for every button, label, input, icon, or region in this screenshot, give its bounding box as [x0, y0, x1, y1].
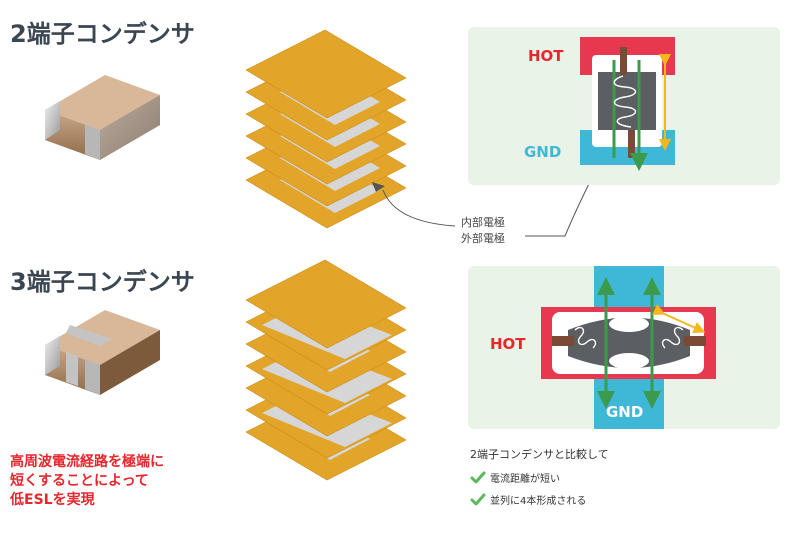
two-terminal-cross-section [468, 27, 780, 185]
note-line: 高周波電流経路を極端に [10, 454, 164, 470]
two-terminal-hot-label: HOT [528, 47, 564, 65]
comparison-item-text: 電流距離が短い [490, 474, 560, 485]
note-line: 短くすることによって [10, 473, 149, 489]
three-terminal-cross-section [468, 266, 780, 429]
check-icon [470, 471, 486, 484]
low-esl-note: 高周波電流経路を極端に 短くすることによって 低ESLを実現 [10, 453, 164, 510]
two-terminal-gnd-label: GND [524, 143, 562, 161]
internal-electrode-leader [382, 189, 456, 227]
two-terminal-chip-illustration [45, 75, 160, 160]
comparison-item: 電流距離が短い [490, 470, 560, 485]
two-terminal-electrode-stack [245, 29, 407, 229]
comparison-item-text: 並列に4本形成される [490, 496, 587, 507]
two-terminal-title: 2端子コンデンサ [10, 20, 195, 48]
three-terminal-title: 3端子コンデンサ [10, 268, 195, 296]
three-terminal-hot-label: HOT [490, 335, 526, 353]
three-terminal-electrode-stack [245, 259, 407, 481]
internal-electrode-leader-arrow [372, 182, 385, 192]
note-line: 低ESLを実現 [10, 492, 95, 508]
check-icon [470, 493, 486, 506]
comparison-title: 2端子コンデンサと比較して [470, 448, 609, 461]
three-terminal-gnd-label: GND [606, 403, 644, 421]
three-terminal-chip-illustration [45, 310, 160, 395]
internal-electrode-label: 内部電極 [461, 216, 505, 229]
external-electrode-label: 外部電極 [461, 232, 505, 245]
comparison-item: 並列に4本形成される [490, 492, 586, 507]
